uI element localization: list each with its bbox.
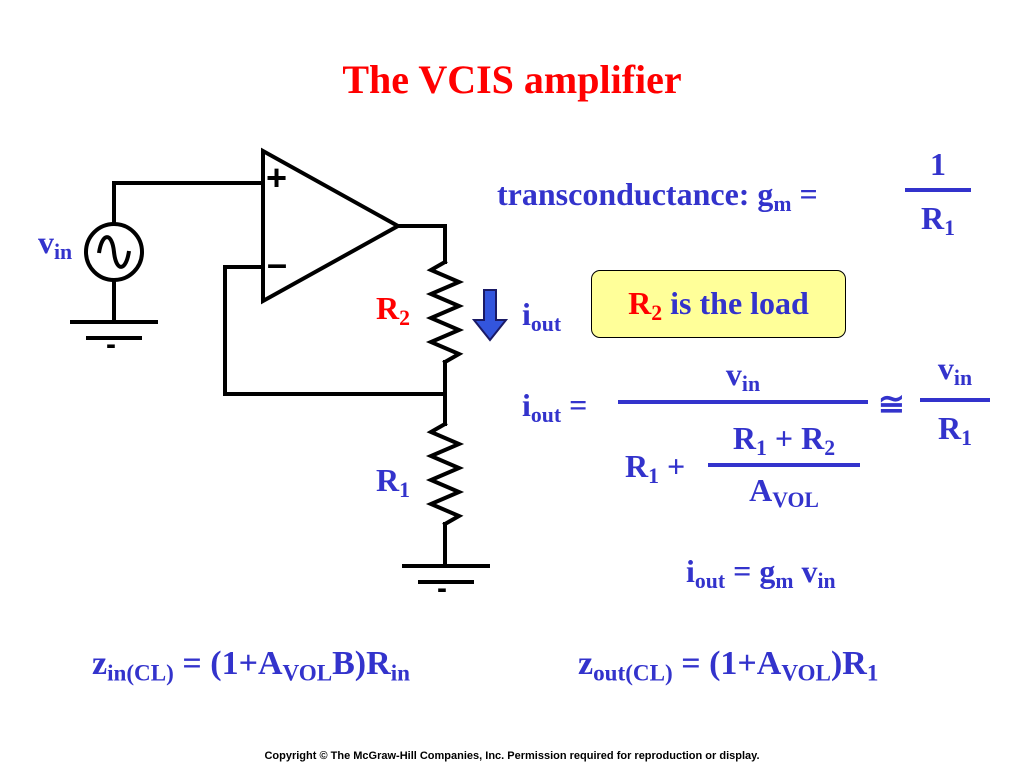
noninverting-input-wire — [112, 181, 265, 230]
iout-eq-den-r1: R1 + — [625, 448, 686, 489]
vin-label: vin — [38, 224, 73, 265]
current-arrow-icon — [471, 289, 509, 342]
iout-eq-inner-denominator: AVOL — [749, 472, 819, 513]
iout-eq-inner-numerator: R1 + R2 — [732, 420, 836, 461]
ground2-minus-label: - — [437, 572, 447, 605]
approx-denominator: R1 — [938, 410, 972, 451]
zin-equation: zin(CL) = (1+AVOLB)Rin — [92, 645, 410, 687]
load-note-text: R2 is the load — [628, 285, 809, 326]
r1-label: R1 — [376, 462, 410, 503]
approx-symbol: ≅ — [878, 386, 905, 422]
iout-eq-numerator: vin — [725, 356, 761, 397]
plus-sign: + — [266, 157, 288, 198]
ground-minus-label: - — [106, 328, 116, 361]
iout-gm-equation: iout = gm vin — [686, 553, 836, 594]
output-wire — [396, 224, 447, 264]
load-note-box — [591, 270, 846, 338]
page-title: The VCIS amplifier — [342, 57, 682, 102]
op-amp-symbol — [261, 147, 403, 305]
resistor-r1 — [425, 421, 465, 527]
sine-wave-icon — [97, 235, 131, 269]
gm-denominator: R1 — [921, 200, 955, 241]
iout-eq-main-bar — [618, 400, 868, 404]
iout-eq-lhs: iout = — [522, 387, 588, 428]
transconductance-label: transconductance: gm = — [497, 176, 818, 217]
r2-label: R2 — [376, 290, 410, 331]
iout-eq-inner-bar — [708, 463, 860, 467]
zout-equation: zout(CL) = (1+AVOL)R1 — [578, 645, 879, 687]
approx-bar — [920, 398, 990, 402]
resistor-r2 — [425, 259, 465, 365]
iout-label: iout — [522, 296, 562, 337]
feedback-wire — [223, 265, 447, 396]
minus-sign: – — [267, 243, 288, 284]
gm-numerator: 1 — [930, 146, 946, 182]
copyright-notice: Copyright © The McGraw-Hill Companies, I… — [264, 750, 760, 762]
gm-fraction-bar — [905, 188, 971, 192]
approx-numerator: vin — [937, 350, 973, 391]
